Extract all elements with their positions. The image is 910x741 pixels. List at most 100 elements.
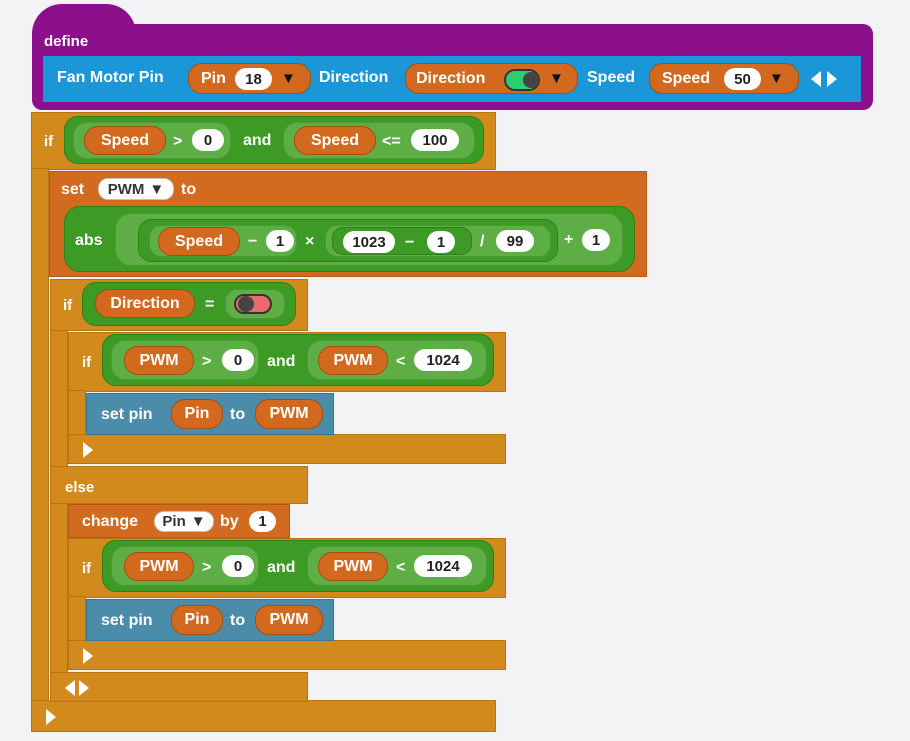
else-bar: else: [50, 466, 308, 504]
if-outer-footer: [31, 700, 496, 732]
if-outer-spine: [31, 168, 49, 702]
and-label: and: [243, 132, 272, 149]
to-label: to: [181, 181, 197, 198]
subtract-block-1[interactable]: Speed − 1: [149, 225, 297, 257]
op-eq: =: [205, 296, 215, 313]
set-pin-block-a[interactable]: set pin Pin to PWM: [86, 393, 334, 435]
expand-right-icon[interactable]: [827, 71, 837, 87]
if-pwm-a-footer: [68, 434, 506, 464]
to-label: to: [230, 406, 246, 423]
op-minus: −: [405, 234, 415, 251]
label-speed: Speed: [587, 69, 636, 86]
procedure-prototype[interactable]: Fan Motor Pin Pin 18 ▼ Direction Directi…: [43, 56, 861, 102]
if-label: if: [44, 133, 54, 150]
op-lt: <: [396, 559, 406, 576]
op-lt: <: [396, 353, 406, 370]
dropdown-arrow-icon: ▼: [149, 180, 165, 198]
else-label: else: [65, 479, 95, 496]
expand-right-icon[interactable]: [46, 709, 56, 725]
if-else-footer: [50, 672, 308, 702]
toggle-on-icon[interactable]: [504, 69, 540, 91]
num-1023[interactable]: 1023: [343, 231, 395, 253]
param-speed[interactable]: Speed 50 ▼: [649, 63, 799, 94]
pwm-var[interactable]: PWM: [124, 552, 194, 581]
abs-block[interactable]: abs Speed − 1 × 1023 − 1 / 99 + 1: [64, 206, 635, 272]
variable-dropdown[interactable]: Pin▼: [154, 511, 214, 532]
compare-speed-le[interactable]: Speed <= 100: [283, 122, 475, 159]
dropdown-arrow-icon: ▼: [190, 513, 206, 530]
compare-pwm-gt[interactable]: PWM > 0: [111, 340, 259, 380]
num-0[interactable]: 0: [222, 349, 254, 371]
pin-var[interactable]: Pin: [171, 605, 223, 635]
pin-value[interactable]: 18: [235, 68, 272, 90]
compare-pwm-lt[interactable]: PWM < 1024: [307, 546, 487, 586]
op-le: <=: [382, 133, 401, 150]
collapse-left-icon[interactable]: [65, 680, 75, 696]
num-99[interactable]: 99: [496, 230, 534, 252]
condition-and-block[interactable]: PWM > 0 and PWM < 1024: [102, 334, 494, 386]
by-label: by: [220, 513, 239, 530]
param-direction[interactable]: Direction ▼: [405, 63, 578, 94]
direction-var[interactable]: Direction: [95, 289, 195, 318]
num-1[interactable]: 1: [427, 231, 455, 253]
set-pin-block-b[interactable]: set pin Pin to PWM: [86, 599, 334, 641]
pwm-var[interactable]: PWM: [255, 605, 323, 635]
op-gt: >: [202, 353, 212, 370]
if-label: if: [82, 560, 92, 577]
toggle-value-block[interactable]: [225, 289, 285, 319]
speed-var[interactable]: Speed: [294, 126, 376, 155]
num-1[interactable]: 1: [582, 229, 610, 251]
param-pin[interactable]: Pin 18 ▼: [188, 63, 311, 94]
op-divide: /: [480, 233, 485, 250]
speed-value[interactable]: 50: [724, 68, 761, 90]
op-minus: −: [248, 233, 258, 250]
expand-right-icon[interactable]: [79, 680, 89, 696]
compare-pwm-lt[interactable]: PWM < 1024: [307, 340, 487, 380]
change-label: change: [82, 513, 139, 530]
condition-and-block[interactable]: PWM > 0 and PWM < 1024: [102, 540, 494, 592]
op-gt: >: [202, 559, 212, 576]
pwm-var[interactable]: PWM: [124, 346, 194, 375]
dropdown-arrow-icon[interactable]: ▼: [769, 70, 784, 87]
pwm-var[interactable]: PWM: [318, 346, 388, 375]
op-times: ×: [305, 233, 315, 250]
change-block[interactable]: change Pin▼ by 1: [68, 504, 290, 538]
num-0[interactable]: 0: [222, 555, 254, 577]
op-plus: +: [564, 231, 574, 248]
num-0[interactable]: 0: [192, 129, 224, 151]
num-1024[interactable]: 1024: [414, 349, 472, 371]
multiply-block[interactable]: Speed − 1 × 1023 − 1 / 99: [138, 219, 558, 262]
variable-dropdown[interactable]: PWM▼: [98, 178, 174, 200]
and-label: and: [267, 353, 296, 370]
if-pwm-b-spine: [68, 596, 86, 642]
pwm-var[interactable]: PWM: [318, 552, 388, 581]
define-label: define: [44, 33, 89, 50]
collapse-left-icon[interactable]: [811, 71, 821, 87]
compare-speed-gt[interactable]: Speed > 0: [73, 122, 231, 159]
dropdown-arrow-icon[interactable]: ▼: [281, 70, 296, 87]
compare-pwm-gt[interactable]: PWM > 0: [111, 546, 259, 586]
pwm-var[interactable]: PWM: [255, 399, 323, 429]
compare-direction-eq[interactable]: Direction =: [82, 282, 296, 326]
label-direction: Direction: [319, 69, 389, 86]
condition-and-block[interactable]: Speed > 0 and Speed <= 100: [64, 116, 484, 164]
pin-var[interactable]: Pin: [171, 399, 223, 429]
num-1[interactable]: 1: [249, 511, 276, 532]
subtract-block-2[interactable]: 1023 − 1: [332, 227, 472, 255]
to-label: to: [230, 612, 246, 629]
if-label: if: [82, 354, 92, 371]
num-1[interactable]: 1: [266, 230, 294, 252]
num-1024[interactable]: 1024: [414, 555, 472, 577]
set-pin-label: set pin: [101, 612, 153, 629]
dropdown-arrow-icon[interactable]: ▼: [549, 70, 564, 87]
add-block[interactable]: Speed − 1 × 1023 − 1 / 99 + 1: [115, 213, 623, 266]
if-pwm-b-footer: [68, 640, 506, 670]
expand-right-icon[interactable]: [83, 648, 93, 664]
num-100[interactable]: 100: [411, 129, 459, 151]
speed-var[interactable]: Speed: [158, 227, 240, 256]
expand-right-icon[interactable]: [83, 442, 93, 458]
divide-block[interactable]: 1023 − 1 / 99: [325, 225, 551, 257]
toggle-off-icon[interactable]: [234, 294, 272, 314]
speed-var[interactable]: Speed: [84, 126, 166, 155]
abs-label: abs: [75, 232, 103, 249]
